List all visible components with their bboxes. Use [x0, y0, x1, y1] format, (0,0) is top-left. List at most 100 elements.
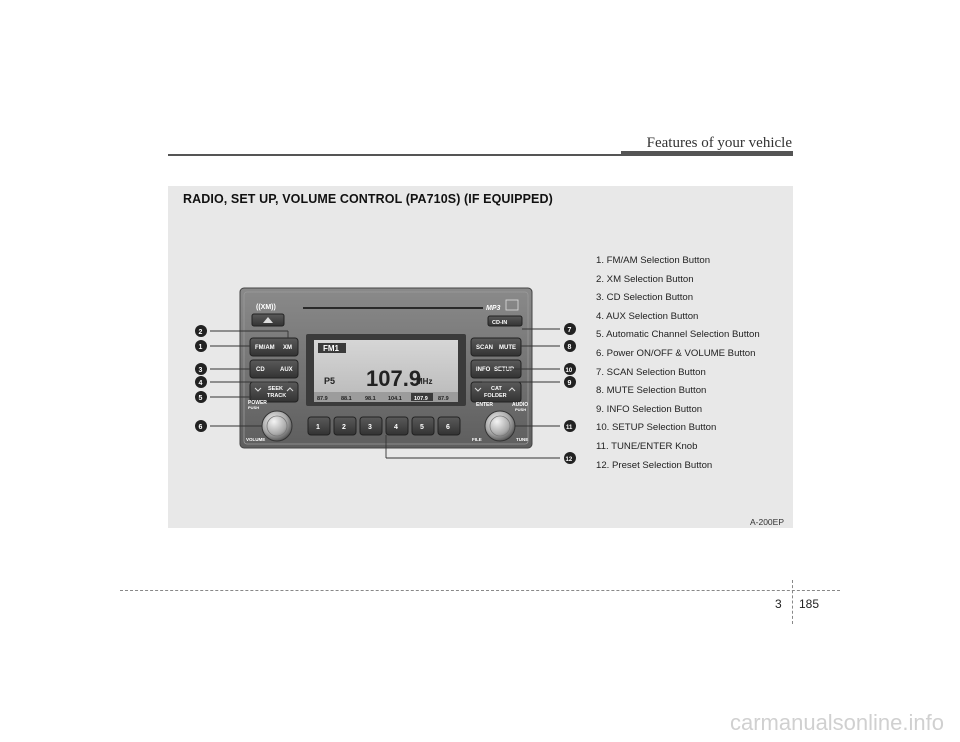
- preset-value: 87.9: [438, 396, 449, 402]
- preset-value: 107.9: [414, 396, 428, 402]
- svg-text:4: 4: [199, 380, 203, 387]
- seek-down-icon: [254, 387, 262, 392]
- preset-button-4[interactable]: [385, 416, 409, 436]
- seek-up-icon: [286, 387, 294, 392]
- preset-value: 104.1: [388, 396, 402, 402]
- mp3-label: MP3: [486, 305, 501, 312]
- legend-item: 6. Power ON/OFF & VOLUME Button: [596, 347, 756, 359]
- svg-text:1: 1: [316, 424, 320, 431]
- figure-code: A-200EP: [749, 517, 784, 527]
- seek-track-button[interactable]: [249, 381, 299, 403]
- legend-item: 7. SCAN Selection Button: [596, 366, 706, 378]
- callout-leaders: [210, 328, 560, 459]
- callout-badge: [564, 363, 576, 375]
- band-label: FM1: [323, 344, 340, 353]
- folder-up-icon: [508, 387, 516, 392]
- callout-badge: [564, 420, 576, 432]
- frequency-unit: MHz: [416, 377, 432, 386]
- preset-button-2[interactable]: [333, 416, 357, 436]
- callout-badges: 2 1 3 4 5 6 7 8 10 9 11 12: [195, 323, 576, 464]
- preset-button-6[interactable]: [437, 416, 461, 436]
- legend-item: 1. FM/AM Selection Button: [596, 255, 711, 266]
- aux-button[interactable]: AUX: [280, 367, 293, 373]
- svg-text:6: 6: [199, 424, 203, 431]
- svg-text:SCAN: SCAN: [476, 345, 493, 351]
- legend-item: 9. INFO Selection Button: [596, 403, 703, 415]
- mute-button[interactable]: MUTE: [499, 345, 516, 351]
- legend-item: 5. Automatic Channel Selection Button: [596, 329, 760, 341]
- legend-item: 8. MUTE Selection Button: [596, 385, 707, 397]
- cat-folder-button[interactable]: [470, 381, 522, 403]
- svg-text:7: 7: [568, 327, 572, 334]
- svg-text:FOLDER: FOLDER: [484, 393, 507, 399]
- disc-icon: [505, 299, 519, 311]
- fm-am-button[interactable]: [249, 337, 299, 357]
- setup-button[interactable]: SETUP: [494, 367, 514, 373]
- svg-text:4: 4: [394, 424, 398, 431]
- tune-knob[interactable]: [484, 410, 516, 442]
- svg-text:12: 12: [566, 457, 573, 463]
- frequency-display: 107.9: [366, 366, 421, 391]
- preset-button-3[interactable]: [359, 416, 383, 436]
- svg-text:INFO: INFO: [476, 367, 491, 373]
- svg-text:TUNE: TUNE: [516, 437, 528, 442]
- header-title: Features of your vehicle: [646, 135, 792, 151]
- legend-item: 12. Preset Selection Button: [596, 459, 713, 471]
- svg-text:2: 2: [342, 424, 346, 431]
- svg-text:10: 10: [566, 368, 573, 374]
- callout-badge: [195, 340, 207, 352]
- preset-button-5[interactable]: [411, 416, 435, 436]
- header-rule-accent: [621, 151, 793, 156]
- svg-text:6: 6: [446, 424, 450, 431]
- page-number: 185: [799, 597, 820, 611]
- callout-badge: [564, 452, 576, 464]
- svg-text:3: 3: [368, 424, 372, 431]
- svg-text:5: 5: [420, 424, 424, 431]
- legend-list: 1. FM/AM Selection Button 2. XM Selectio…: [596, 252, 791, 475]
- preset-value: 88.1: [341, 396, 352, 402]
- radio-diagram: ((XM)) MP3 CD-IN FM/AM XM CD AUX SEEK TR…: [195, 287, 576, 464]
- svg-text:POWER: POWER: [248, 400, 267, 406]
- header-rule: [168, 154, 793, 156]
- preset-buttons: 1 2 3 4 5 6: [307, 416, 461, 436]
- svg-text:CD-IN: CD-IN: [492, 320, 507, 326]
- callout-badge: [195, 391, 207, 403]
- svg-text:3: 3: [199, 367, 203, 374]
- chapter-number: 3: [775, 597, 782, 611]
- preset-value: 98.1: [365, 396, 376, 402]
- callout-badge: [195, 325, 207, 337]
- svg-text:FILE: FILE: [472, 437, 482, 442]
- svg-text:CAT: CAT: [491, 386, 503, 392]
- preset-indicator: P5: [324, 376, 335, 386]
- legend-item: 10. SETUP Selection Button: [596, 422, 717, 434]
- callout-badge: [564, 340, 576, 352]
- watermark: carmanualsonline.info: [729, 710, 944, 735]
- cd-slot: [303, 307, 483, 309]
- legend-item: 4. AUX Selection Button: [596, 310, 699, 322]
- callout-badge: [195, 376, 207, 388]
- footer-divider: [792, 580, 793, 624]
- section-title: RADIO, SET UP, VOLUME CONTROL (PA710S) (…: [183, 192, 553, 206]
- svg-text:8: 8: [568, 344, 572, 351]
- callout-badge: [564, 376, 576, 388]
- folder-down-icon: [474, 387, 482, 392]
- svg-text:CD: CD: [256, 367, 265, 373]
- volume-knob[interactable]: [261, 410, 293, 442]
- svg-text:TRACK: TRACK: [267, 393, 286, 399]
- svg-text:AUDIO: AUDIO: [512, 402, 528, 408]
- legend-item: 11. TUNE/ENTER Knob: [596, 440, 698, 452]
- eject-icon: [263, 317, 273, 323]
- legend-item: 3. CD Selection Button: [596, 292, 694, 304]
- svg-text:FM/AM: FM/AM: [255, 345, 275, 351]
- svg-text:1: 1: [199, 344, 203, 351]
- xm-logo: ((XM)): [256, 304, 276, 311]
- callout-badge: [195, 363, 207, 375]
- xm-button[interactable]: XM: [283, 345, 292, 351]
- svg-text:VOLUME: VOLUME: [246, 437, 265, 442]
- svg-text:9: 9: [568, 380, 572, 387]
- scan-button[interactable]: [470, 337, 522, 357]
- svg-text:11: 11: [566, 425, 573, 431]
- preset-button-1[interactable]: [307, 416, 331, 436]
- preset-value: 87.9: [317, 396, 328, 402]
- cd-in-button[interactable]: [487, 315, 523, 327]
